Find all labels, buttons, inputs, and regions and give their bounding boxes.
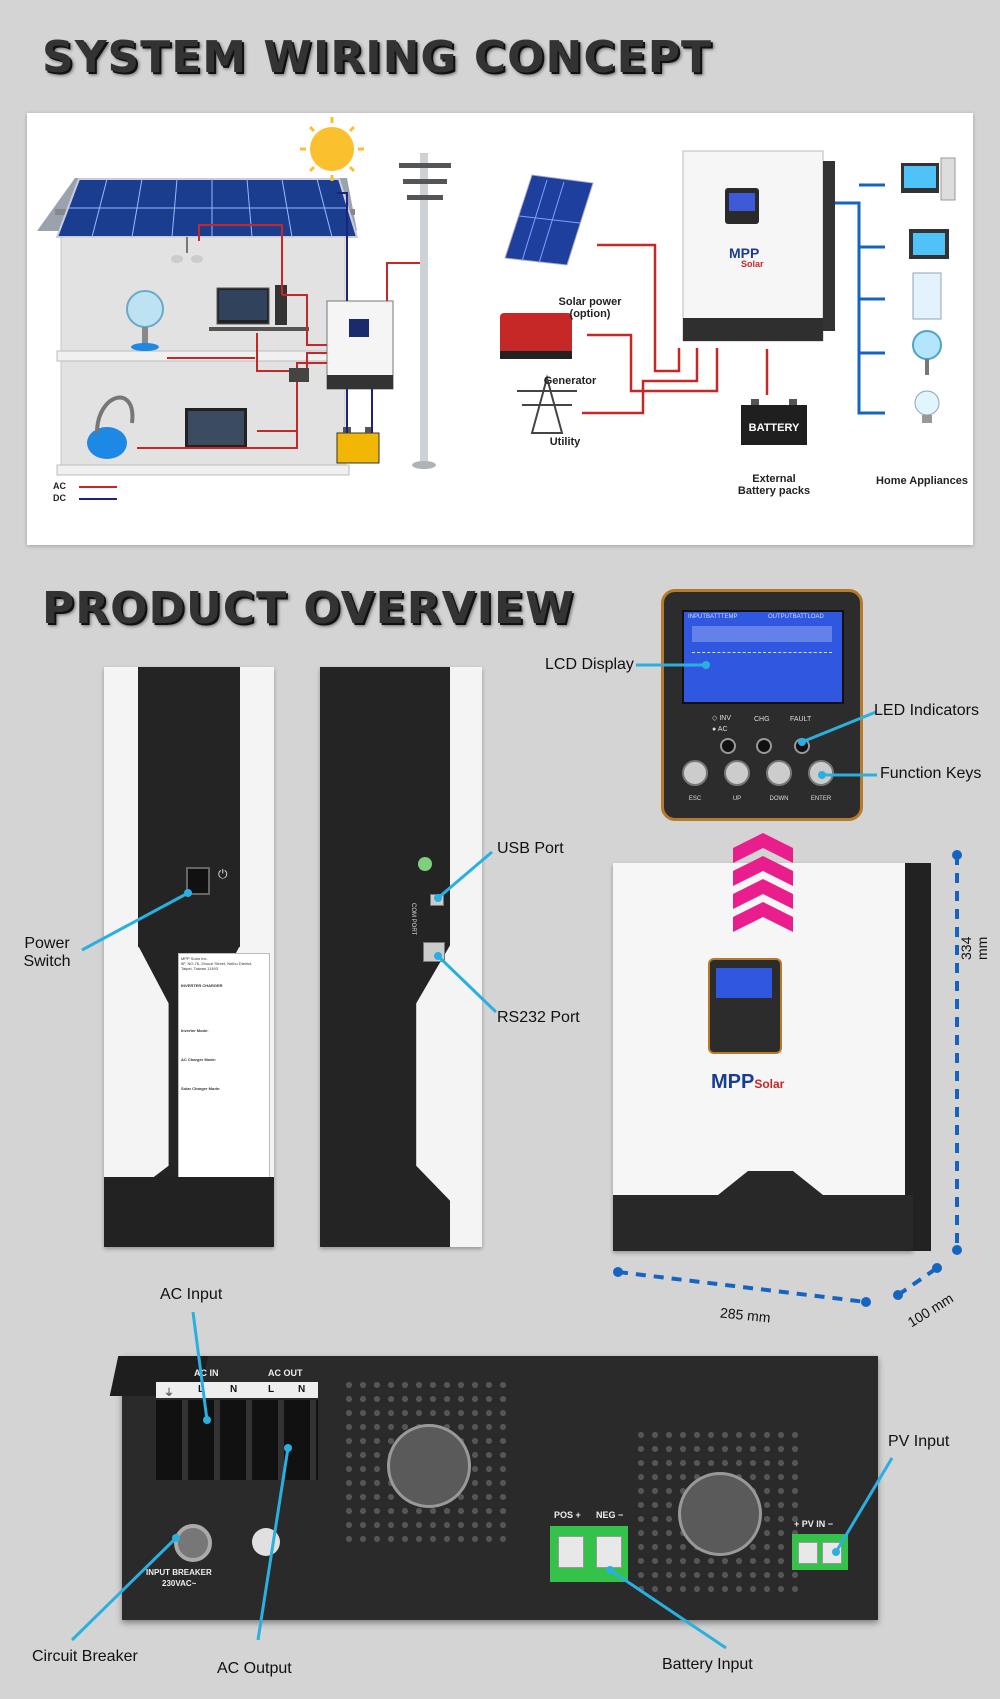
usb-port-label: USB Port [497, 840, 564, 857]
inverter-front-view: MPPSolar [613, 863, 931, 1251]
rs232-port-label: RS232 Port [497, 1009, 580, 1026]
ac-input-label: AC Input [160, 1286, 223, 1303]
battery-pos-terminal[interactable] [558, 1536, 584, 1568]
ac-in-l-label: L [198, 1384, 205, 1395]
ac-out-n-label: N [298, 1384, 306, 1395]
ground-screw [418, 857, 432, 871]
fan-left-hub [387, 1424, 471, 1508]
inverter-back-side-view: COM PORT [320, 667, 482, 1247]
input-breaker-button[interactable] [174, 1524, 212, 1562]
com-port-label: COM PORT [410, 903, 416, 936]
breaker-rating-label: 230VAC~ [162, 1579, 197, 1588]
enter-key-label: ENTER [810, 796, 832, 802]
led-inv-label: ◇ INV [712, 715, 731, 722]
led-indicators-label: LED Indicators [874, 702, 979, 719]
lcd-display-label: LCD Display [545, 656, 634, 673]
inverter-bottom-view: AC IN AC OUT ⏚ L N L N INPUT BREAKER 230… [109, 1356, 878, 1620]
ac-out-label: AC OUT [268, 1368, 303, 1378]
legend-ac-label: AC [53, 481, 66, 491]
pv-in-label: + PV IN − [794, 1519, 834, 1529]
terminal-header [156, 1382, 318, 1398]
solar-logo-text: Solar [741, 259, 764, 269]
overview-section-title: PRODUCT OVERVIEW [42, 583, 575, 634]
led-chg-light [756, 738, 772, 754]
down-key-label: DOWN [769, 796, 789, 802]
house-illustration [37, 117, 451, 476]
pink-indicator-arrows [733, 833, 793, 932]
battery-input-label: Battery Input [662, 1656, 753, 1673]
lcd-top-left-text: INPUTBATTTEMP [688, 614, 738, 620]
side-bottom-base [104, 1177, 274, 1247]
esc-key-label: ESC [688, 796, 702, 802]
ac-in-n-label: N [230, 1384, 238, 1395]
up-key[interactable] [724, 760, 750, 786]
ac-terminal-block: AC IN AC OUT ⏚ L N L N [156, 1368, 318, 1482]
function-keys-label: Function Keys [880, 765, 982, 782]
led-ac-label: ● AC [712, 726, 728, 733]
led-fault-label: FAULT [790, 716, 812, 723]
ac-out-l-label: L [268, 1384, 275, 1395]
lcd-icons [692, 652, 832, 693]
side-label-sticker: MPP Solar Inc. 5F, NO.76, Zhouzi Street,… [178, 953, 270, 1203]
front-lcd-screen [716, 968, 772, 998]
pv-input-label: PV Input [888, 1433, 950, 1450]
terminal-slots [156, 1400, 318, 1480]
power-switch-label: Power Switch [23, 935, 71, 970]
lcd-digits [692, 626, 832, 642]
pos-label: POS + [554, 1510, 581, 1520]
front-lcd-panel [708, 958, 782, 1054]
external-battery-label: External Battery packs [737, 473, 811, 497]
down-key[interactable] [766, 760, 792, 786]
solar-power-label: Solar power (option) [558, 296, 622, 320]
wiring-section-title: SYSTEM WIRING CONCEPT [42, 32, 712, 83]
lcd-screen: INPUTBATTTEMP OUTPUTBATTLOAD [682, 610, 844, 704]
led-chg-label: CHG [754, 716, 770, 723]
power-icon: ⏻ [218, 867, 228, 881]
inverter-side-view: MPP Solar Inc. 5F, NO.76, Zhouzi Street,… [104, 667, 274, 1247]
up-key-label: UP [732, 796, 742, 802]
ac-in-label: AC IN [194, 1368, 219, 1378]
generator-label: Generator [543, 375, 597, 387]
led-inv-light [720, 738, 736, 754]
fan-right-hub [678, 1472, 762, 1556]
utility-label: Utility [549, 436, 581, 448]
neg-label: NEG − [596, 1510, 624, 1520]
esc-key[interactable] [682, 760, 708, 786]
wiring-diagram-panel: MPP Solar BATTERY [27, 113, 973, 545]
ac-output-label: AC Output [217, 1660, 292, 1677]
lcd-panel-closeup: INPUTBATTTEMP OUTPUTBATTLOAD ◇ INV ● AC … [661, 589, 863, 821]
lcd-top-right-text: OUTPUTBATTLOAD [768, 614, 824, 620]
front-mpp-logo: MPPSolar [711, 1071, 785, 1093]
front-side-vent [905, 863, 931, 1251]
home-appliances-label: Home Appliances [876, 475, 968, 487]
house-wiring-illustration: MPP Solar BATTERY [37, 117, 956, 500]
legend-dc-label: DC [53, 493, 66, 503]
mpp-logo-text: MPP [729, 245, 759, 261]
circuit-breaker-label: Circuit Breaker [32, 1648, 138, 1665]
pv-pos-terminal[interactable] [798, 1542, 818, 1564]
input-breaker-label: INPUT BREAKER [146, 1568, 212, 1577]
system-block-diagram: MPP Solar BATTERY [500, 150, 956, 445]
battery-box-label: BATTERY [749, 422, 800, 434]
ground-symbol-icon: ⏚ [164, 1388, 174, 1399]
